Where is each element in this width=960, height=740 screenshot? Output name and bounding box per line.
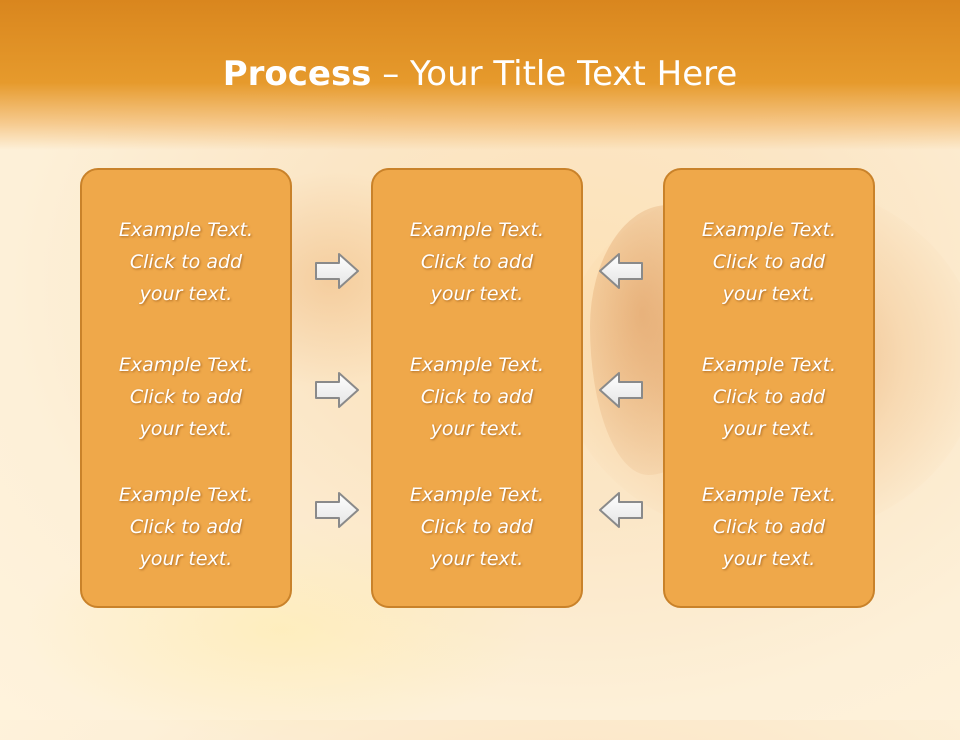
right-arrow-icon (315, 253, 359, 289)
placeholder-line: your text. (139, 283, 233, 305)
placeholder-line: Click to add (420, 386, 534, 408)
placeholder-line: Example Text. (409, 484, 545, 506)
placeholder-line: your text. (722, 418, 816, 440)
process-panel-left[interactable]: Example Text. Click to add your text. Ex… (80, 168, 292, 608)
placeholder-line: Click to add (712, 251, 826, 273)
text-placeholder[interactable]: Example Text. Click to add your text. (373, 349, 581, 445)
placeholder-line: Click to add (129, 251, 243, 273)
placeholder-line: Example Text. (701, 219, 837, 241)
text-placeholder[interactable]: Example Text. Click to add your text. (82, 349, 290, 445)
placeholder-line: your text. (139, 418, 233, 440)
title-rest: – Your Title Text Here (371, 54, 738, 94)
left-arrow-icon (599, 372, 643, 408)
placeholder-line: Example Text. (118, 354, 254, 376)
text-placeholder[interactable]: Example Text. Click to add your text. (82, 479, 290, 575)
process-panel-center[interactable]: Example Text. Click to add your text. Ex… (371, 168, 583, 608)
text-placeholder[interactable]: Example Text. Click to add your text. (82, 214, 290, 310)
right-arrow-icon (315, 372, 359, 408)
placeholder-line: Example Text. (118, 484, 254, 506)
placeholder-line: Example Text. (118, 219, 254, 241)
text-placeholder[interactable]: Example Text. Click to add your text. (373, 479, 581, 575)
placeholder-line: your text. (430, 283, 524, 305)
placeholder-line: Click to add (712, 516, 826, 538)
placeholder-line: your text. (430, 548, 524, 570)
header-band (0, 0, 960, 150)
placeholder-line: your text. (430, 418, 524, 440)
placeholder-line: Example Text. (409, 219, 545, 241)
slide-title[interactable]: Process – Your Title Text Here (0, 52, 960, 96)
placeholder-line: Click to add (420, 251, 534, 273)
left-arrow-icon (599, 253, 643, 289)
title-bold-part: Process (222, 54, 372, 94)
right-arrow-icon (315, 492, 359, 528)
text-placeholder[interactable]: Example Text. Click to add your text. (373, 214, 581, 310)
placeholder-line: Example Text. (701, 484, 837, 506)
placeholder-line: Example Text. (409, 354, 545, 376)
placeholder-line: Click to add (712, 386, 826, 408)
text-placeholder[interactable]: Example Text. Click to add your text. (665, 349, 873, 445)
text-placeholder[interactable]: Example Text. Click to add your text. (665, 479, 873, 575)
placeholder-line: your text. (722, 283, 816, 305)
placeholder-line: your text. (139, 548, 233, 570)
placeholder-line: Click to add (129, 386, 243, 408)
placeholder-line: Click to add (420, 516, 534, 538)
placeholder-line: your text. (722, 548, 816, 570)
process-panel-right[interactable]: Example Text. Click to add your text. Ex… (663, 168, 875, 608)
text-placeholder[interactable]: Example Text. Click to add your text. (665, 214, 873, 310)
placeholder-line: Example Text. (701, 354, 837, 376)
placeholder-line: Click to add (129, 516, 243, 538)
left-arrow-icon (599, 492, 643, 528)
